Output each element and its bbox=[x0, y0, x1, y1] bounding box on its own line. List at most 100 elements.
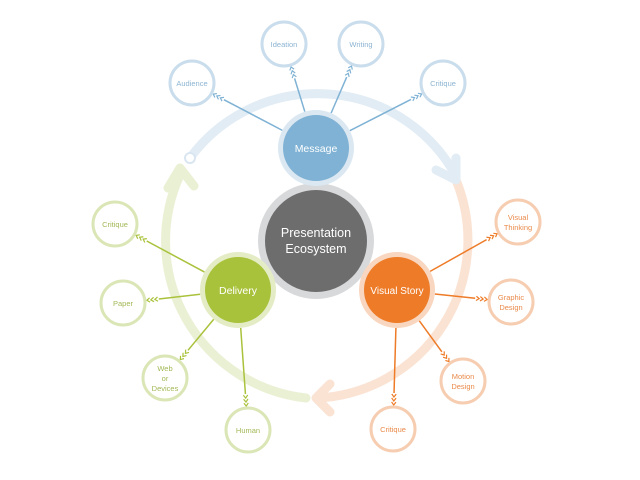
chevron-icon bbox=[219, 96, 225, 102]
center-label-line2: Ecosystem bbox=[285, 242, 346, 256]
chevron-icon bbox=[479, 296, 485, 302]
connector-visual-story-3 bbox=[393, 327, 397, 394]
cycle-arc-message bbox=[185, 89, 461, 181]
chevron-icon bbox=[414, 94, 419, 100]
satellite-label: Motion bbox=[452, 372, 475, 381]
chevron-icon bbox=[347, 65, 353, 70]
hub-visual-story: Visual Story bbox=[359, 252, 435, 328]
connector-delivery-0 bbox=[146, 240, 205, 273]
satellite-circle bbox=[369, 405, 417, 453]
cycle-arrowhead-visual-story bbox=[311, 379, 335, 417]
hub-visual-story-circle bbox=[364, 257, 430, 323]
chevron-icon bbox=[346, 68, 352, 74]
center-circle bbox=[265, 190, 367, 292]
chevron-icon bbox=[344, 72, 350, 78]
satellite-circle bbox=[439, 357, 487, 405]
chevron-icon bbox=[391, 397, 397, 403]
cycle-arrows bbox=[161, 89, 473, 417]
chevron-icon bbox=[442, 354, 448, 360]
satellite-label: Thinking bbox=[504, 223, 532, 232]
satellite-label: Critique bbox=[380, 425, 406, 434]
satellite-label: or bbox=[162, 374, 169, 383]
satellite-delivery-3: Human bbox=[224, 406, 272, 454]
satellite-circle bbox=[337, 20, 385, 68]
chevron-icon bbox=[135, 234, 140, 239]
satellite-circle bbox=[260, 20, 308, 68]
chevron-icon bbox=[483, 296, 489, 302]
chevron-icon bbox=[149, 296, 155, 303]
chevron-icon bbox=[290, 69, 296, 75]
hub-message-label: Message bbox=[295, 143, 338, 155]
connector-visual-story-1 bbox=[434, 293, 476, 299]
hub-message: Message bbox=[278, 110, 354, 186]
chevron-icon bbox=[489, 234, 495, 240]
chevron-icon bbox=[289, 65, 295, 71]
chevron-icon bbox=[242, 394, 249, 400]
satellite-label: Devices bbox=[152, 384, 179, 393]
satellite-label: Visual bbox=[508, 213, 529, 222]
hub-delivery-circle bbox=[205, 257, 271, 323]
satellite-label: Critique bbox=[430, 79, 456, 88]
satellite-label: Audience bbox=[176, 79, 207, 88]
chevron-icon bbox=[184, 349, 190, 355]
satellite-visual-story-3: Critique bbox=[369, 405, 417, 453]
chevron-icon bbox=[291, 73, 297, 79]
satellite-label: Writing bbox=[349, 40, 372, 49]
chevron-icon bbox=[179, 355, 185, 361]
chevron-icon bbox=[145, 297, 151, 303]
chevron-icon bbox=[182, 352, 187, 358]
chevron-icon bbox=[475, 295, 481, 302]
chevron-icon bbox=[391, 401, 397, 407]
chevron-icon bbox=[410, 96, 416, 102]
chevron-icon bbox=[215, 94, 221, 100]
cycle-arrowhead-delivery bbox=[163, 163, 199, 193]
connector-visual-story-0 bbox=[429, 238, 487, 273]
connector-message-1 bbox=[293, 78, 306, 112]
chevron-icon bbox=[486, 236, 491, 242]
chevron-icon bbox=[243, 402, 249, 408]
hub-visual-story-label: Visual Story bbox=[370, 286, 423, 297]
satellite-circle bbox=[487, 278, 535, 326]
satellite-message-3: Critique bbox=[419, 59, 467, 107]
satellite-circle bbox=[99, 279, 147, 327]
satellite-circle bbox=[494, 198, 542, 246]
hub-delivery: Delivery bbox=[200, 252, 276, 328]
cycle-arrowhead-message bbox=[431, 153, 461, 185]
satellite-label: Critique bbox=[102, 220, 128, 229]
hub-delivery-label: Delivery bbox=[219, 285, 258, 297]
satellite-label: Ideation bbox=[271, 40, 298, 49]
satellite-label: Paper bbox=[113, 299, 134, 308]
connector-delivery-1 bbox=[158, 293, 201, 300]
chevron-icon bbox=[493, 232, 498, 238]
chevron-icon bbox=[417, 92, 423, 98]
chevron-icon bbox=[391, 393, 397, 399]
cycle-start-dot bbox=[184, 152, 196, 164]
satellite-circle bbox=[224, 406, 272, 454]
hub-message-circle bbox=[283, 115, 349, 181]
chevron-icon bbox=[153, 296, 159, 302]
chevron-icon bbox=[243, 398, 249, 404]
satellite-circle bbox=[419, 59, 467, 107]
connector-delivery-3 bbox=[239, 327, 247, 395]
satellite-label: Web bbox=[157, 364, 172, 373]
chevron-icon bbox=[445, 357, 450, 363]
satellite-label: Design bbox=[451, 382, 474, 391]
satellite-message-1: Ideation bbox=[260, 20, 308, 68]
cycle-arc-visual-story bbox=[313, 175, 473, 403]
chevron-icon bbox=[440, 351, 445, 356]
chevron-icon bbox=[138, 236, 144, 241]
satellite-label: Design bbox=[499, 303, 522, 312]
connector-message-0 bbox=[223, 99, 283, 132]
connector-lines bbox=[135, 65, 498, 408]
connector-visual-story-2 bbox=[418, 320, 443, 353]
satellite-message-2: Writing bbox=[337, 20, 385, 68]
cycle-arc-delivery bbox=[161, 170, 311, 403]
center-label-line1: Presentation bbox=[281, 226, 351, 240]
satellite-message-0: Audience bbox=[168, 59, 216, 107]
